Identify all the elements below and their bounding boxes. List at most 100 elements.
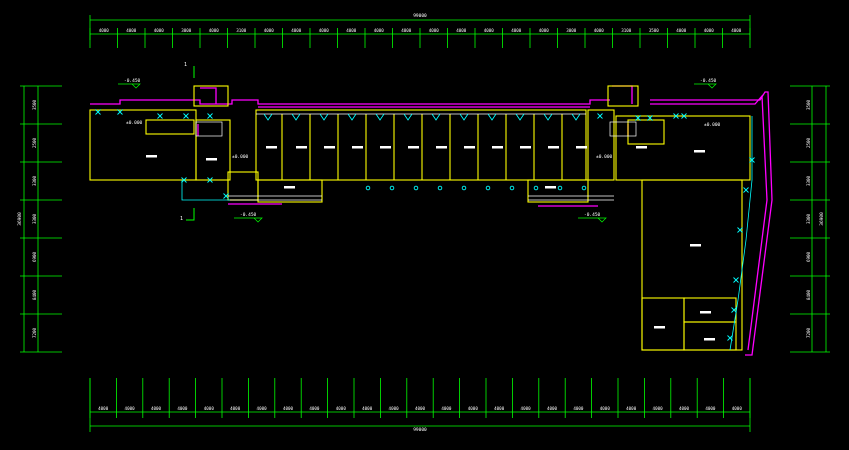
column-fixture bbox=[485, 185, 491, 191]
bottom-dim-label: 4000 bbox=[389, 406, 400, 411]
bottom-dim-label: 4000 bbox=[679, 406, 690, 411]
room-label-mark bbox=[296, 146, 307, 149]
right-dim-label: 2500 bbox=[806, 137, 811, 148]
right-wing-pipe bbox=[650, 91, 773, 356]
level-arrow-tr bbox=[694, 83, 717, 89]
bottom-dim-label: 4000 bbox=[626, 406, 637, 411]
valve-fixture bbox=[117, 109, 123, 115]
room-label-mark bbox=[436, 146, 447, 149]
top-dim-label: 4000 bbox=[594, 28, 605, 33]
valve-fixture bbox=[207, 113, 213, 119]
bottom-dim-label: 4000 bbox=[653, 406, 664, 411]
bottom-dim-label: 4000 bbox=[257, 406, 268, 411]
room-label-mark bbox=[520, 146, 531, 149]
top-dim-label: 3000 bbox=[566, 28, 577, 33]
bottom-dimension-ticks bbox=[89, 378, 751, 418]
left-dimension-ticks bbox=[20, 85, 62, 353]
bottom-dim-label: 4000 bbox=[600, 406, 611, 411]
top-dim-label: 4000 bbox=[99, 28, 110, 33]
bottom-dim-label: 4000 bbox=[230, 406, 241, 411]
pipe-layer bbox=[90, 85, 773, 356]
bottom-dim-label: 4000 bbox=[283, 406, 294, 411]
column-fixture bbox=[581, 185, 587, 191]
room-label-mark bbox=[654, 326, 665, 329]
room-label-mark bbox=[700, 311, 711, 314]
bottom-dim-label: 4000 bbox=[177, 406, 188, 411]
right-dimension-ticks bbox=[790, 85, 830, 353]
right-wing-cyan-pipe bbox=[729, 116, 753, 351]
level-arrow-bl bbox=[234, 217, 263, 223]
top-dim-label: 4000 bbox=[291, 28, 302, 33]
valve-fixture bbox=[223, 193, 229, 199]
entrance-porch-right bbox=[527, 179, 589, 203]
bottom-dim-label: 4000 bbox=[336, 406, 347, 411]
stair-left bbox=[193, 85, 229, 107]
room-label-marks bbox=[146, 146, 715, 341]
column-fixture bbox=[557, 185, 563, 191]
room-label-mark bbox=[694, 150, 705, 153]
room-label-mark bbox=[464, 146, 475, 149]
stair-grid-right bbox=[609, 121, 637, 137]
bottom-dim-label: 4000 bbox=[309, 406, 320, 411]
top-dim-label: 3100 bbox=[621, 28, 632, 33]
left-dim-label: 6900 bbox=[32, 251, 37, 262]
bottom-dim-label: 4000 bbox=[415, 406, 426, 411]
cyan-pipe-layer bbox=[181, 116, 753, 351]
room-label-mark bbox=[690, 244, 701, 247]
top-dim-label: 4000 bbox=[319, 28, 330, 33]
top-dimension-labels: 4000 4000 4000 3000 4000 3100 4000 4000 4000 4000… bbox=[99, 28, 742, 33]
bottom-dim-label: 4000 bbox=[573, 406, 584, 411]
left-dim-label: 3300 bbox=[32, 175, 37, 186]
room-label-mark bbox=[576, 146, 587, 149]
valve-fixture bbox=[647, 115, 653, 121]
room-label-mark bbox=[284, 186, 295, 189]
top-dim-label: 4000 bbox=[374, 28, 385, 33]
door-fixture bbox=[487, 113, 497, 121]
door-fixture bbox=[459, 113, 469, 121]
level-markers: -0.450 -0.450 -0.450 -0.450 ±0.000 ±0.00… bbox=[124, 78, 721, 218]
room-label-mark bbox=[324, 146, 335, 149]
right-wing-pipe-inner bbox=[650, 94, 768, 351]
bottom-dim-label: 4000 bbox=[547, 406, 558, 411]
level-zero-3: ±0.000 bbox=[596, 154, 613, 160]
left-block-office bbox=[145, 119, 195, 135]
structure-detail-layer bbox=[195, 113, 637, 201]
left-dim-label: 2500 bbox=[32, 137, 37, 148]
room-label-mark bbox=[545, 186, 556, 189]
room-label-mark bbox=[408, 146, 419, 149]
valve-fixture bbox=[597, 113, 603, 119]
section-mark-top-label: 1 bbox=[184, 62, 187, 68]
door-fixture bbox=[403, 113, 413, 121]
right-block-outline bbox=[587, 109, 615, 181]
valve-fixture bbox=[681, 113, 687, 119]
wall-layer bbox=[89, 85, 751, 351]
room-label-mark bbox=[146, 155, 157, 158]
bottom-dim-label: 4000 bbox=[732, 406, 743, 411]
fixture-layer bbox=[95, 109, 755, 341]
top-dim-label: 4000 bbox=[209, 28, 220, 33]
room-label-mark bbox=[704, 338, 715, 341]
bottom-dim-label: 4000 bbox=[441, 406, 452, 411]
top-dim-label: 4000 bbox=[511, 28, 522, 33]
level-arrow-tl bbox=[118, 83, 141, 89]
level-top-left: -0.450 bbox=[124, 78, 141, 84]
level-zero-1: ±0.000 bbox=[126, 120, 143, 126]
top-dim-label: 4000 bbox=[126, 28, 137, 33]
left-overall-dim-label: 36900 bbox=[17, 212, 23, 226]
top-dim-label: 3100 bbox=[236, 28, 247, 33]
room-label-mark bbox=[266, 146, 277, 149]
bottom-dim-label: 4000 bbox=[494, 406, 505, 411]
valve-fixture bbox=[635, 115, 641, 121]
entrance-porch-left bbox=[257, 179, 323, 203]
column-fixture bbox=[509, 185, 515, 191]
top-dim-label: 3000 bbox=[181, 28, 192, 33]
top-dim-label: 4000 bbox=[731, 28, 742, 33]
right-east-office bbox=[627, 119, 665, 145]
right-overall-dim-label: 36900 bbox=[819, 212, 825, 226]
right-lower-room-c bbox=[683, 321, 737, 351]
top-dim-label: 4000 bbox=[704, 28, 715, 33]
level-arrow-br bbox=[578, 217, 607, 223]
left-dim-label: 3500 bbox=[32, 99, 37, 110]
